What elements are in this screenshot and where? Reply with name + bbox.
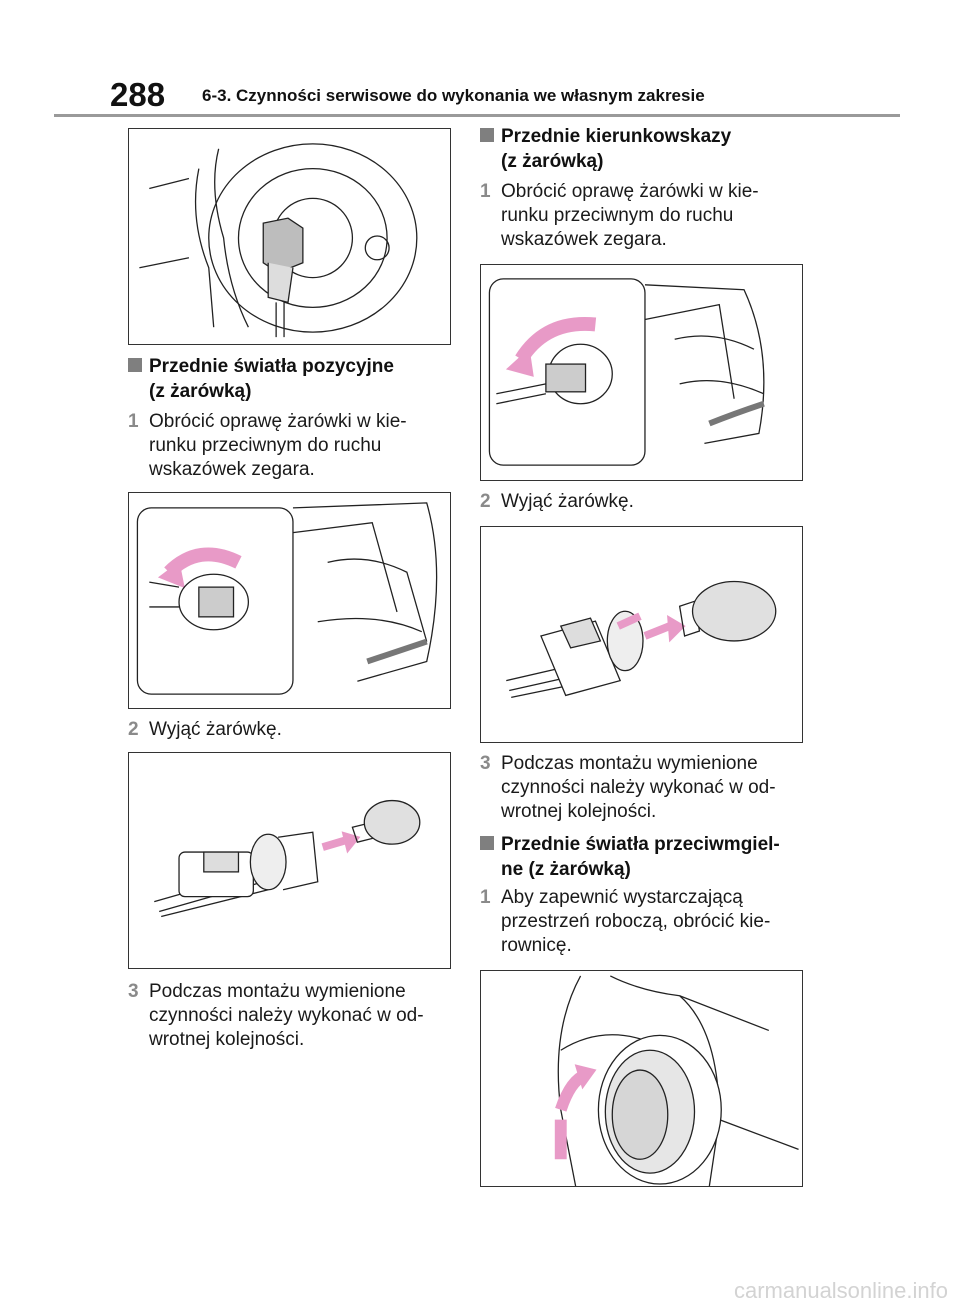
step-text-line: Wyjąć żarówkę.	[501, 491, 634, 512]
step-text-line: wskazówek zegara.	[149, 459, 315, 480]
step-text-line: wrotnej kolejności.	[149, 1029, 305, 1050]
step-number: 1	[128, 411, 139, 432]
step-text-line: Podczas montażu wymienione	[501, 753, 758, 774]
section-title-line2: ne (z żarówką)	[501, 859, 631, 880]
section-turn-signals: Przednie kierunkowskazy (z żarówką)	[480, 124, 731, 174]
step-text-line: czynności należy wykonać w od-	[501, 777, 776, 798]
step-text-line: Obrócić oprawę żarówki w kie-	[149, 411, 407, 432]
right-step-2: 2 Wyjąć żarówkę.	[480, 490, 634, 514]
step-text-line: wskazówek zegara.	[501, 229, 667, 250]
figure-steering-wheel-turn	[480, 970, 803, 1187]
right-step-fog-1: 1 Aby zapewnić wystarczającą przestrzeń …	[480, 886, 770, 958]
left-step-3: 3 Podczas montażu wymienione czynności n…	[128, 980, 424, 1052]
step-text-line: wrotnej kolejności.	[501, 801, 657, 822]
figure-parking-light-bulb	[128, 752, 451, 969]
page-number: 288	[110, 76, 166, 113]
section-bullet-icon	[480, 836, 494, 850]
step-number: 2	[128, 719, 139, 740]
left-step-2: 2 Wyjąć żarówkę.	[128, 718, 282, 742]
step-number: 2	[480, 491, 491, 512]
section-parking-lights: Przednie światła pozycyjne (z żarówką)	[128, 354, 394, 404]
step-text-line: runku przeciwnym do ruchu	[149, 435, 382, 456]
step-text-line: czynności należy wykonać w od-	[149, 1005, 424, 1026]
section-bullet-icon	[480, 128, 494, 142]
section-title-line1: Przednie światła pozycyjne	[149, 356, 394, 377]
step-text-line: runku przeciwnym do ruchu	[501, 205, 734, 226]
step-number: 3	[480, 753, 491, 774]
step-text-line: Aby zapewnić wystarczającą	[501, 887, 743, 908]
left-step-1: 1 Obrócić oprawę żarówki w kie- runku pr…	[128, 410, 407, 482]
section-title-line2: (z żarówką)	[149, 381, 252, 402]
step-number: 3	[128, 981, 139, 1002]
step-text-line: rownicę.	[501, 935, 572, 956]
figure-turn-signal-rotate	[480, 264, 803, 481]
figure-parking-light-rotate	[128, 492, 451, 709]
figure-headlight-socket	[128, 128, 451, 345]
right-step-3: 3 Podczas montażu wymienione czynności n…	[480, 752, 776, 824]
header-rule	[54, 114, 900, 117]
section-bullet-icon	[128, 358, 142, 372]
chapter-title: 6-3. Czynności serwisowe do wykonania we…	[202, 86, 705, 105]
section-title-line2: (z żarówką)	[501, 151, 604, 172]
section-title-line1: Przednie światła przeciwmgiel-	[501, 834, 780, 855]
page-header: 288 6-3. Czynności serwisowe do wykonani…	[110, 74, 900, 114]
section-title-line1: Przednie kierunkowskazy	[501, 126, 732, 147]
step-text-line: Podczas montażu wymienione	[149, 981, 406, 1002]
step-text-line: Wyjąć żarówkę.	[149, 719, 282, 740]
figure-turn-signal-bulb	[480, 526, 803, 743]
section-fog-lights: Przednie światła przeciwmgiel- ne (z żar…	[480, 832, 780, 882]
step-text-line: przestrzeń roboczą, obrócić kie-	[501, 911, 771, 932]
step-text-line: Obrócić oprawę żarówki w kie-	[501, 181, 759, 202]
watermark: carmanualsonline.info	[733, 1278, 948, 1303]
step-number: 1	[480, 181, 491, 202]
right-step-1: 1 Obrócić oprawę żarówki w kie- runku pr…	[480, 180, 759, 252]
step-number: 1	[480, 887, 491, 908]
